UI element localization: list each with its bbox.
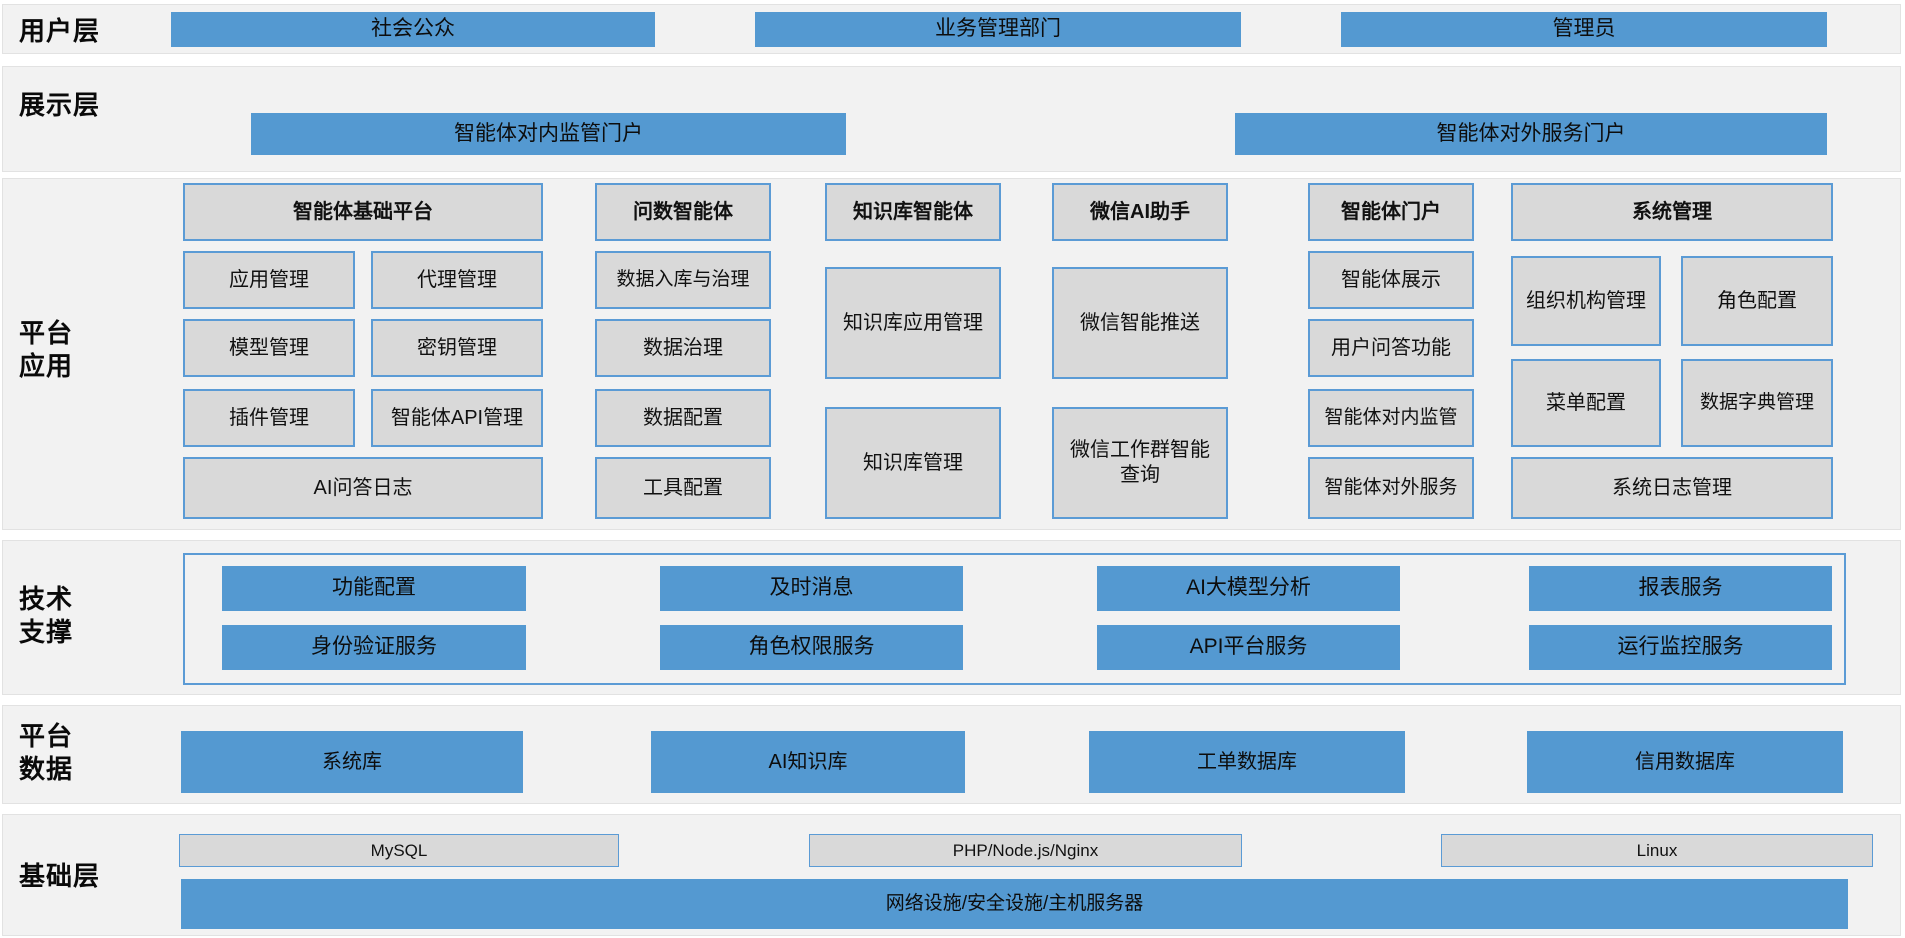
cell-agent-showcase: 智能体展示 (1308, 251, 1474, 309)
col-agent-portal-header: 智能体门户 (1308, 183, 1474, 241)
data-box-ai-kb: AI知识库 (651, 731, 965, 793)
cell-agent-internal-supervision: 智能体对内监管 (1308, 389, 1474, 447)
platform-app-label-line2: 应用 (19, 350, 74, 381)
display-box-external-portal: 智能体对外服务门户 (1235, 113, 1827, 155)
user-box-business-dept: 业务管理部门 (755, 12, 1241, 47)
cell-kb-app-mgmt: 知识库应用管理 (825, 267, 1001, 379)
cell-key-mgmt: 密钥管理 (371, 319, 543, 377)
cell-sys-log-mgmt: 系统日志管理 (1511, 457, 1833, 519)
platform-app-label: 平台 应用 (19, 317, 73, 382)
cell-data-dict-mgmt: 数据字典管理 (1681, 359, 1833, 447)
cell-wechat-group-query: 微信工作群智能查询 (1052, 407, 1228, 519)
cell-user-qa: 用户问答功能 (1308, 319, 1474, 377)
cell-agent-external-service: 智能体对外服务 (1308, 457, 1474, 519)
tech-support-band: 技术 支撑 功能配置 及时消息 AI大模型分析 报表服务 身份验证服务 角色权限… (2, 540, 1901, 695)
tech-box-ai-llm-analysis: AI大模型分析 (1097, 566, 1400, 611)
platform-data-label: 平台 数据 (19, 720, 73, 785)
tech-support-label: 技术 支撑 (19, 583, 73, 648)
col-sys-mgmt-header: 系统管理 (1511, 183, 1833, 241)
platform-data-band: 平台 数据 系统库 AI知识库 工单数据库 信用数据库 (2, 705, 1901, 804)
cell-data-ingest: 数据入库与治理 (595, 251, 771, 309)
tech-box-runtime-monitor: 运行监控服务 (1529, 625, 1832, 670)
tech-box-identity-verification: 身份验证服务 (222, 625, 526, 670)
platform-data-label-line1: 平台 (19, 721, 74, 751)
display-layer-label: 展示层 (19, 90, 101, 120)
tech-support-label-line2: 支撑 (19, 616, 74, 647)
cell-org-mgmt: 组织机构管理 (1511, 256, 1661, 346)
user-layer-label: 用户层 (19, 16, 101, 46)
data-box-system-db: 系统库 (181, 731, 523, 793)
cell-wechat-push: 微信智能推送 (1052, 267, 1228, 379)
cell-agent-api-mgmt: 智能体API管理 (371, 389, 543, 447)
data-box-ticket-db: 工单数据库 (1089, 731, 1405, 793)
platform-data-label-line2: 数据 (19, 753, 74, 784)
cell-role-config: 角色配置 (1681, 256, 1833, 346)
tech-box-role-permission: 角色权限服务 (660, 625, 963, 670)
platform-app-band: 平台 应用 智能体基础平台 应用管理 代理管理 模型管理 密钥管理 插件管理 智… (2, 178, 1901, 530)
cell-data-governance: 数据治理 (595, 319, 771, 377)
base-box-php-node-nginx: PHP/Node.js/Nginx (809, 834, 1242, 867)
cell-plugin-mgmt: 插件管理 (183, 389, 355, 447)
cell-menu-config: 菜单配置 (1511, 359, 1661, 447)
cell-agent-mgmt: 代理管理 (371, 251, 543, 309)
platform-app-label-line1: 平台 (19, 318, 74, 348)
cell-app-mgmt: 应用管理 (183, 251, 355, 309)
display-box-internal-portal: 智能体对内监管门户 (251, 113, 846, 155)
cell-ai-qa-log: AI问答日志 (183, 457, 543, 519)
col-kb-agent-header: 知识库智能体 (825, 183, 1001, 241)
tech-box-report-service: 报表服务 (1529, 566, 1832, 611)
tech-box-instant-message: 及时消息 (660, 566, 963, 611)
col-agent-base-header: 智能体基础平台 (183, 183, 543, 241)
col-wechat-ai-header: 微信AI助手 (1052, 183, 1228, 241)
tech-box-api-platform: API平台服务 (1097, 625, 1400, 670)
cell-model-mgmt: 模型管理 (183, 319, 355, 377)
data-box-credit-db: 信用数据库 (1527, 731, 1843, 793)
user-box-admin: 管理员 (1341, 12, 1827, 47)
base-layer-band: 基础层 MySQL PHP/Node.js/Nginx Linux 网络设施/安… (2, 814, 1901, 936)
base-layer-label: 基础层 (19, 861, 101, 891)
col-data-agent-header: 问数智能体 (595, 183, 771, 241)
base-box-infrastructure: 网络设施/安全设施/主机服务器 (181, 879, 1848, 929)
user-box-public: 社会公众 (171, 12, 655, 47)
cell-kb-mgmt: 知识库管理 (825, 407, 1001, 519)
tech-support-frame (183, 553, 1846, 685)
base-box-mysql: MySQL (179, 834, 619, 867)
base-box-linux: Linux (1441, 834, 1873, 867)
display-layer-band: 展示层 智能体对内监管门户 智能体对外服务门户 (2, 66, 1901, 172)
cell-tool-config: 工具配置 (595, 457, 771, 519)
tech-box-function-config: 功能配置 (222, 566, 526, 611)
cell-data-config: 数据配置 (595, 389, 771, 447)
user-layer-band: 用户层 社会公众 业务管理部门 管理员 (2, 4, 1901, 54)
tech-support-label-line1: 技术 (19, 584, 74, 614)
